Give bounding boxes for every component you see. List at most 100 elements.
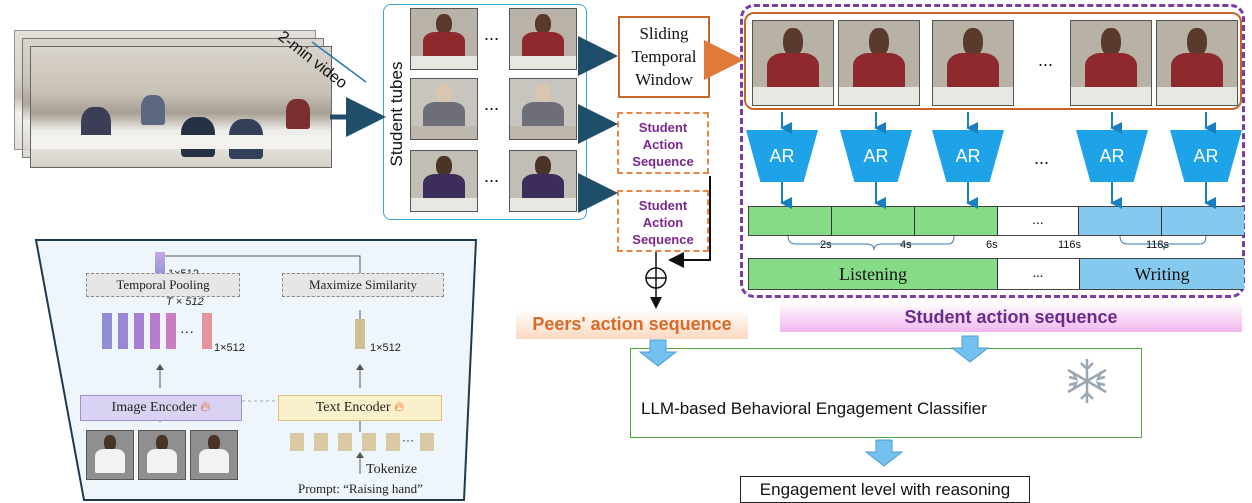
tick-116s: 116s (1058, 239, 1082, 251)
timeline-seg-3 (915, 207, 998, 235)
classifier-box: LLM-based Behavioral Engagement Classifi… (630, 348, 1142, 438)
img-dim: 1×512 (214, 342, 245, 354)
frame-emb-3 (134, 313, 144, 349)
input-frame-1 (86, 430, 134, 480)
token-embeddings: ··· (290, 433, 440, 453)
t-dim: T × 512 (166, 296, 204, 308)
student-module-region (740, 4, 1245, 298)
token-3 (338, 433, 352, 451)
ar-label-1: AR (769, 145, 795, 166)
tube1-frame-a (410, 8, 478, 70)
prompt-label: Prompt: “Raising hand” (298, 481, 423, 496)
tick-2s: 2s (820, 239, 832, 251)
txt-dim: 1×512 (370, 342, 401, 354)
frame-emb-2 (118, 313, 128, 349)
classroom-video-stack (14, 30, 332, 168)
classifier-label: LLM-based Behavioral Engagement Classifi… (641, 399, 987, 418)
seq1-line3: Sequence (632, 154, 694, 169)
temporal-pooling-box: Temporal Pooling (86, 273, 240, 297)
timeline-seg-2 (832, 207, 915, 235)
tube2-ellipsis: ... (484, 94, 500, 114)
tick-4s: 4s (900, 239, 912, 251)
sliding-window-line1: Sliding (639, 24, 689, 43)
seq2-line2: Action (642, 215, 684, 230)
ar-block-1: AR (746, 130, 818, 182)
seq2-line3: Sequence (632, 232, 694, 247)
token-1 (290, 433, 304, 451)
ar-ellipsis: ... (1034, 148, 1050, 168)
timeline-braces (787, 235, 1207, 250)
ar-label-4: AR (1099, 145, 1125, 166)
window-frame-4 (1070, 20, 1152, 106)
student-action-label: Student action sequence (780, 302, 1242, 332)
input-frame-2 (138, 430, 186, 480)
seq2-line1: Student (638, 198, 688, 213)
tokenize-label: Tokenize (366, 462, 418, 477)
video-frame-front (30, 46, 332, 168)
student-action-seq-box-1: Student Action Sequence (617, 112, 709, 174)
ar-label-3: AR (955, 145, 981, 166)
timeline-seg-5 (1162, 207, 1244, 235)
timeline-ellipsis: ... (1032, 211, 1044, 227)
token-6 (420, 433, 434, 451)
ar-block-4: AR (1076, 130, 1148, 182)
tube2-frame-b (509, 78, 577, 140)
token-4 (362, 433, 376, 451)
tube3-frame-b (509, 150, 577, 212)
ar-block-3: AR (932, 130, 1004, 182)
flame-icon: 🔥︎ (200, 400, 211, 415)
flame-icon-2: 🔥︎ (394, 400, 405, 415)
action-ellipsis: ... (998, 259, 1078, 289)
window-frame-3 (932, 20, 1014, 106)
window-frame-2 (838, 20, 920, 106)
ar-block-5: AR (1170, 130, 1242, 182)
frame-emb-4 (150, 313, 160, 349)
ar-label-2: AR (863, 145, 889, 166)
timeline-bar: ... (748, 206, 1244, 236)
output-embedding-bar (155, 252, 165, 282)
action-listening: Listening (749, 259, 998, 289)
text-encoder-box: Text Encoder 🔥︎ (278, 395, 442, 421)
student-action-seq-box-2: Student Action Sequence (617, 190, 709, 252)
tick-118s: 118s (1146, 239, 1170, 251)
token-dots: ··· (402, 433, 414, 447)
seq1-line2: Action (642, 137, 684, 152)
sliding-window-line2: Temporal (631, 47, 697, 66)
token-2 (314, 433, 328, 451)
tube3-ellipsis: ... (484, 166, 500, 186)
frame-emb-dots: ··· (180, 323, 194, 339)
tick-6s: 6s (986, 239, 998, 251)
tube3-frame-a (410, 150, 478, 212)
tube1-ellipsis: ... (484, 24, 500, 44)
maximize-similarity-box: Maximize Similarity (282, 273, 444, 297)
input-frame-3 (190, 430, 238, 480)
text-embedding-bar (355, 319, 365, 349)
token-5 (386, 433, 400, 451)
window-frames-strip: ... (744, 12, 1242, 110)
sliding-window-line3: Window (635, 70, 693, 89)
snowflake-icon (1067, 359, 1107, 403)
frame-emb-1 (102, 313, 112, 349)
tube1-frame-b (509, 8, 577, 70)
action-writing: Writing (1079, 259, 1244, 289)
timeline-seg-1 (749, 207, 832, 235)
tube2-frame-a (410, 78, 478, 140)
frame-emb-6 (202, 313, 212, 349)
timeline-seg-gap: ... (998, 207, 1079, 235)
timeline-seg-4 (1079, 207, 1162, 235)
action-labels-bar: Listening ... Writing (748, 258, 1244, 290)
window-frame-1 (752, 20, 834, 106)
seq1-line1: Student (638, 120, 688, 135)
window-ellipsis: ... (1038, 50, 1054, 70)
ar-block-2: AR (840, 130, 912, 182)
ar-label-5: AR (1193, 145, 1219, 166)
peers-action-label: Peers' action sequence (516, 309, 748, 339)
text-encoder-label: Text Encoder (315, 400, 391, 415)
input-frames (86, 430, 238, 480)
image-encoder-label: Image Encoder (111, 400, 197, 415)
frame-emb-5 (166, 313, 176, 349)
image-encoder-box: Image Encoder 🔥︎ (80, 395, 242, 421)
frame-embeddings: ··· (102, 313, 222, 349)
window-frame-5 (1156, 20, 1238, 106)
